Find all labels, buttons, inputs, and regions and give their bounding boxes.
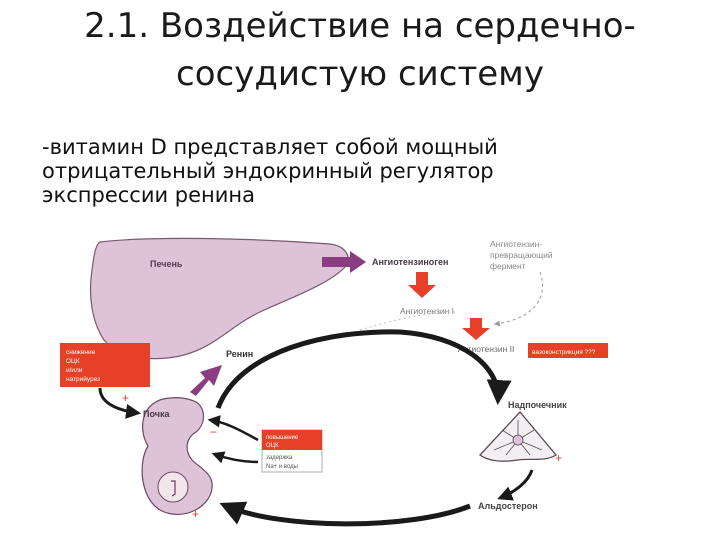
retention-line-2: ОЦК	[266, 443, 279, 449]
angiotensin1-label: Ангиотензин I	[400, 306, 454, 316]
slide-body: -витамин D представляет собой мощный отр…	[42, 135, 682, 207]
adrenal-label: Надпочечник	[508, 400, 567, 410]
decreased-volume-line-1: снижение	[66, 349, 96, 356]
renin-arrow	[190, 365, 222, 396]
retention-line-3: задержка	[266, 455, 293, 461]
retention-line-4: Na+ и воды	[266, 464, 298, 470]
title-line-1: 2.1. Воздействие на сердечно-	[84, 6, 636, 46]
adrenal-medulla	[512, 434, 524, 446]
decreased-volume-box	[60, 343, 150, 387]
converting-enzyme-line-2: превращающий	[490, 250, 553, 260]
converting-enzyme-line-1: Ангиотензин-	[490, 239, 542, 249]
liver-shape	[89, 237, 349, 360]
body-line-2: отрицательный эндокринный регулятор	[42, 159, 494, 183]
enzyme-dotted-arrow	[493, 271, 544, 327]
decreased-volume-line-2: ОЦК	[66, 358, 80, 365]
aldosterone-label: Альдостерон	[478, 501, 538, 511]
vasoconstriction-text: вазоконстрикция ???	[532, 349, 596, 356]
liver-label: Печень	[150, 259, 183, 269]
retention-feedback-arrow-upper	[207, 415, 259, 442]
body-line-1: -витамин D представляет собой мощный	[42, 135, 498, 159]
a1-to-a2-arrow	[462, 318, 490, 340]
retention-line-1: повышение	[266, 435, 299, 441]
converting-enzyme-line-3: фермент	[490, 261, 526, 271]
a2-to-adrenal-arrow	[215, 329, 512, 409]
kidney-tubule	[171, 480, 176, 497]
plus-sign-left: +	[122, 391, 129, 405]
angiotensinogen-to-a1-arrow	[408, 272, 436, 298]
aldosterone-to-kidney-arrow	[219, 501, 471, 527]
decreased-volume-line-3: и/или	[66, 367, 83, 374]
liver-angiotensinogen-arrow	[322, 251, 366, 273]
angiotensin2-label: Ангиотензин II	[458, 344, 514, 354]
body-line-3: экспрессии ренина	[42, 183, 256, 207]
renin-label: Ренин	[226, 349, 253, 359]
title-line-2: сосудистую систему	[176, 54, 544, 94]
plus-sign-adrenal: +	[555, 451, 562, 465]
vasoconstriction-box	[528, 343, 608, 358]
minus-sign-kidney: −	[210, 425, 217, 439]
plus-sign-bottom: +	[192, 507, 199, 521]
retention-box-header	[262, 430, 322, 450]
decreased-volume-line-4: натрийурез	[66, 375, 100, 383]
adrenal-to-aldosterone-arrow	[497, 469, 534, 501]
retention-feedback-arrow-lower	[211, 451, 259, 464]
kidney-nephron	[157, 471, 189, 503]
slide-title: 2.1. Воздействие на сердечно- сосудистую…	[40, 2, 680, 98]
kidney-label: Почка	[143, 409, 170, 419]
angiotensinogen-label: Ангиотензиноген	[372, 257, 448, 267]
box-to-kidney-arrow	[98, 387, 141, 419]
